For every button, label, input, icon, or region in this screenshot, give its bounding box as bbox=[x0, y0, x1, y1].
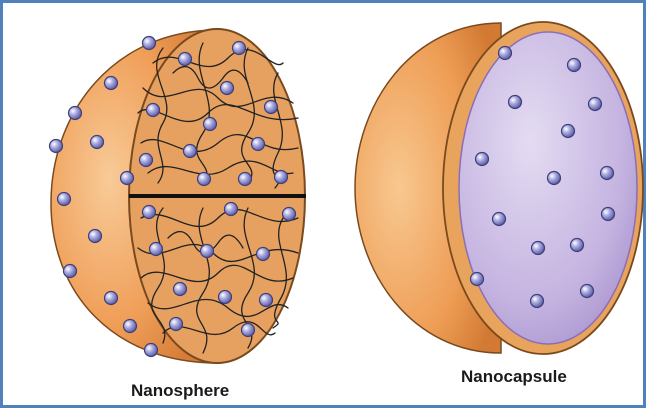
particle bbox=[531, 295, 544, 308]
particle bbox=[602, 208, 615, 221]
particle bbox=[143, 37, 156, 50]
particle bbox=[204, 118, 217, 131]
particle bbox=[532, 242, 545, 255]
nanocapsule-interior bbox=[459, 32, 637, 344]
particle bbox=[509, 96, 522, 109]
particle bbox=[548, 172, 561, 185]
particle bbox=[242, 324, 255, 337]
particle bbox=[105, 292, 118, 305]
particle bbox=[571, 239, 584, 252]
particle bbox=[174, 283, 187, 296]
particle bbox=[581, 285, 594, 298]
particle bbox=[201, 245, 214, 258]
particle bbox=[147, 104, 160, 117]
nanoparticle-diagram bbox=[3, 3, 646, 411]
particle bbox=[239, 173, 252, 186]
particle bbox=[493, 213, 506, 226]
particle bbox=[179, 53, 192, 66]
particle bbox=[50, 140, 63, 153]
particle bbox=[170, 318, 183, 331]
particle bbox=[589, 98, 602, 111]
particle bbox=[140, 154, 153, 167]
particle bbox=[568, 59, 581, 72]
particle bbox=[91, 136, 104, 149]
nanosphere-label: Nanosphere bbox=[131, 381, 229, 401]
particle bbox=[198, 173, 211, 186]
particle bbox=[221, 82, 234, 95]
particle bbox=[471, 273, 484, 286]
particle bbox=[252, 138, 265, 151]
particle bbox=[58, 193, 71, 206]
particle bbox=[150, 243, 163, 256]
particle bbox=[265, 101, 278, 114]
particle bbox=[499, 47, 512, 60]
particle bbox=[89, 230, 102, 243]
nanosphere bbox=[50, 29, 307, 363]
particle bbox=[184, 145, 197, 158]
particle bbox=[275, 171, 288, 184]
particle bbox=[283, 208, 296, 221]
particle bbox=[601, 167, 614, 180]
particle bbox=[233, 42, 246, 55]
particle bbox=[219, 291, 232, 304]
nanocapsule-label: Nanocapsule bbox=[461, 367, 567, 387]
particle bbox=[145, 344, 158, 357]
particle bbox=[64, 265, 77, 278]
particle bbox=[476, 153, 489, 166]
particle bbox=[225, 203, 238, 216]
particle bbox=[124, 320, 137, 333]
particle bbox=[105, 77, 118, 90]
particle bbox=[562, 125, 575, 138]
particle bbox=[143, 206, 156, 219]
particle bbox=[69, 107, 82, 120]
particle bbox=[260, 294, 273, 307]
nanocapsule bbox=[355, 22, 643, 354]
particle bbox=[121, 172, 134, 185]
particle bbox=[257, 248, 270, 261]
